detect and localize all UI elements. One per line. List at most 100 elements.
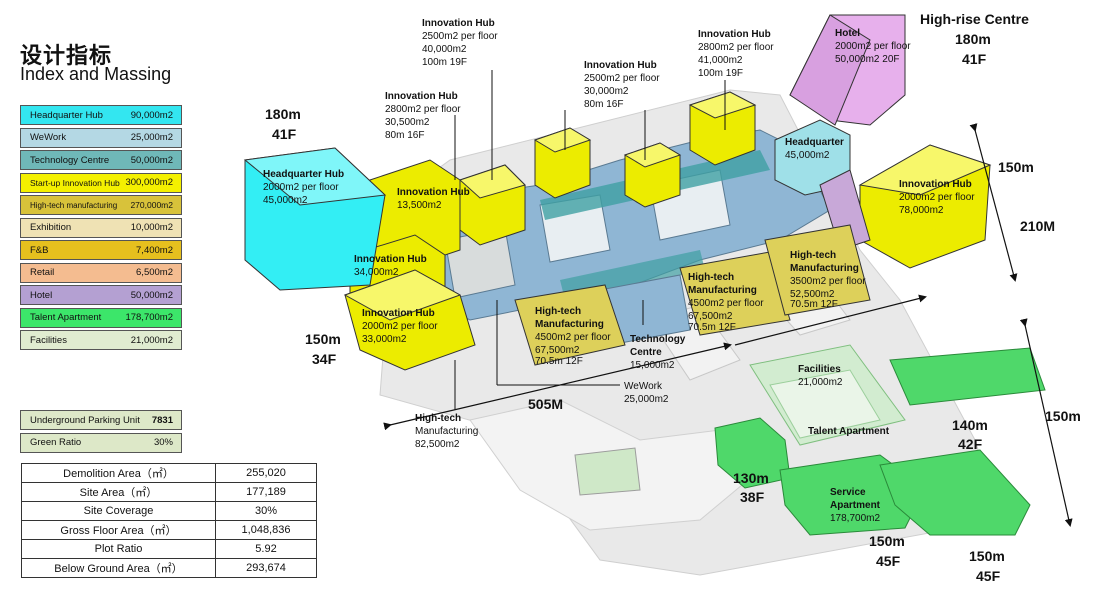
dim-highrise-height: 180m (955, 31, 991, 47)
legend-value: 6,500m2 (136, 267, 173, 278)
stat-value: 7831 (151, 414, 173, 426)
label-ht67500a-l2: 67,500m2 (535, 345, 580, 356)
legend-row-hotel: Hotel 50,000m2 (20, 285, 182, 305)
legend-name: F&B (30, 244, 49, 256)
dim-505: 505M (528, 396, 563, 412)
page-title-cn: 设计指标 (20, 44, 113, 69)
table-row: Site Area（㎡）177,189 (21, 482, 317, 502)
label-facilities-title: Facilities (798, 364, 841, 375)
label-ih33000-title: Innovation Hub (362, 308, 435, 319)
apartment-blocks (714, 347, 1046, 536)
label-tech-title2: Centre (630, 347, 662, 358)
legend-value: 270,000m2 (130, 200, 173, 210)
label-ht67500a-l1: 4500m2 per floor (535, 332, 611, 343)
dim-180-left: 180m (265, 106, 301, 122)
stat-value: 30% (153, 437, 173, 448)
hotel-and-hq (243, 14, 906, 291)
label-ih13500-l1: 13,500m2 (397, 200, 442, 211)
dim-150-a: 150m (869, 533, 905, 549)
dim-34f-left: 34F (312, 351, 337, 367)
legend-value: 10,000m2 (130, 222, 173, 233)
label-ih2-l1: 2800m2 per floor (385, 104, 461, 115)
label-hqhub-l2: 45,000m2 (263, 195, 308, 206)
dim-210: 210M (1020, 218, 1055, 234)
legend-name: Technology Centre (30, 154, 110, 166)
label-hq-l1: 45,000m2 (785, 150, 830, 161)
label-ht67500b-title2: Manufacturing (688, 285, 757, 296)
summary-label: Below Ground Area（㎡） (21, 558, 216, 578)
label-facilities-l1: 21,000m2 (798, 377, 843, 388)
page-title-en: Index and Massing (20, 64, 172, 84)
label-ht67500b-title: High-tech (688, 272, 734, 283)
legend-name: Start-up Innovation Hub (30, 177, 120, 188)
label-ih33000-l2: 33,000m2 (362, 334, 407, 345)
legend-value: 300,000m2 (125, 177, 173, 188)
facilities-block (749, 344, 906, 446)
label-ht82500-title2: Manufacturing (415, 426, 478, 437)
label-ih4-l3: 100m 19F (698, 68, 743, 79)
label-ih1-l2: 40,000m2 (422, 44, 467, 55)
label-hqhub-l1: 2000m2 per floor (263, 182, 339, 193)
legend-value: 178,700m2 (125, 312, 173, 323)
dim-130: 130m (733, 470, 769, 486)
dim-highrise-floors: 41F (962, 51, 987, 67)
summary-value: 255,020 (215, 463, 317, 483)
legend-value: 50,000m2 (130, 289, 173, 301)
summary-table: Demolition Area（㎡）255,020 Site Area（㎡）17… (21, 463, 317, 578)
label-tech-title: Technology (630, 334, 686, 345)
legend-row-talent-apartment: Talent Apartment 178,700m2 (20, 307, 182, 328)
building-labels: Innovation Hub 2500m2 per floor 40,000m2… (263, 18, 975, 524)
label-talent: Talent Apartment (808, 426, 890, 437)
legend-name: Retail (30, 267, 55, 278)
dim-45f-b: 45F (976, 568, 1001, 584)
legend-value: 21,000m2 (130, 334, 173, 346)
podium (409, 129, 831, 346)
label-ht52500-title: High-tech (790, 250, 836, 261)
legend-row-retail: Retail 6,500m2 (20, 262, 182, 283)
legend-value: 7,400m2 (136, 244, 173, 256)
label-ih78000-title: Innovation Hub (899, 179, 972, 190)
label-tech-l1: 15,000m2 (630, 360, 675, 371)
label-ih1-l1: 2500m2 per floor (422, 31, 498, 42)
table-row: Gross Floor Area（㎡）1,048,836 (21, 520, 317, 540)
legend-name: Talent Apartment (30, 312, 102, 323)
dim-highrise-title: High-rise Centre (920, 11, 1029, 27)
label-ih4-title: Innovation Hub (698, 29, 771, 40)
label-ht52500-l2: 52,500m2 (790, 289, 835, 300)
label-ih3-l2: 30,000m2 (584, 86, 629, 97)
label-ih2-l2: 30,500m2 (385, 117, 430, 128)
dim-140: 140m (952, 417, 988, 433)
label-ih3-title: Innovation Hub (584, 60, 657, 71)
label-ih78000-l1: 2000m2 per floor (899, 192, 975, 203)
summary-label: Site Area（㎡） (21, 482, 216, 502)
label-ih4-l1: 2800m2 per floor (698, 42, 774, 53)
summary-label: Demolition Area（㎡） (21, 463, 216, 483)
dim-150-right: 150m (998, 159, 1034, 175)
stat-name: Underground Parking Unit (30, 414, 140, 426)
label-ih34000-l1: 34,000m2 (354, 267, 399, 278)
label-hq-title: Headquarter (785, 137, 844, 148)
dimension-labels: 180m 41F 150m 34F High-rise Centre 180m … (265, 11, 1081, 584)
label-service-title2: Apartment (830, 500, 881, 511)
label-ih78000-l2: 78,000m2 (899, 205, 944, 216)
dim-41f-left: 41F (272, 126, 297, 142)
legend-name: Hotel (30, 289, 53, 301)
legend-value: 25,000m2 (130, 132, 173, 143)
label-wework-l1: 25,000m2 (624, 394, 669, 405)
legend-name: WeWork (30, 132, 67, 143)
legend-name: Headquarter Hub (30, 109, 103, 121)
label-ht67500a-title: High-tech (535, 306, 581, 317)
parking-green-stats: Underground Parking Unit 7831 Green Ratio… (20, 410, 182, 455)
label-service-title: Service (830, 487, 866, 498)
label-ih1-title: Innovation Hub (422, 18, 495, 29)
label-ht52500-title2: Manufacturing (790, 263, 859, 274)
label-ht67500a-title2: Manufacturing (535, 319, 604, 330)
label-ih34000-title: Innovation Hub (354, 254, 427, 265)
